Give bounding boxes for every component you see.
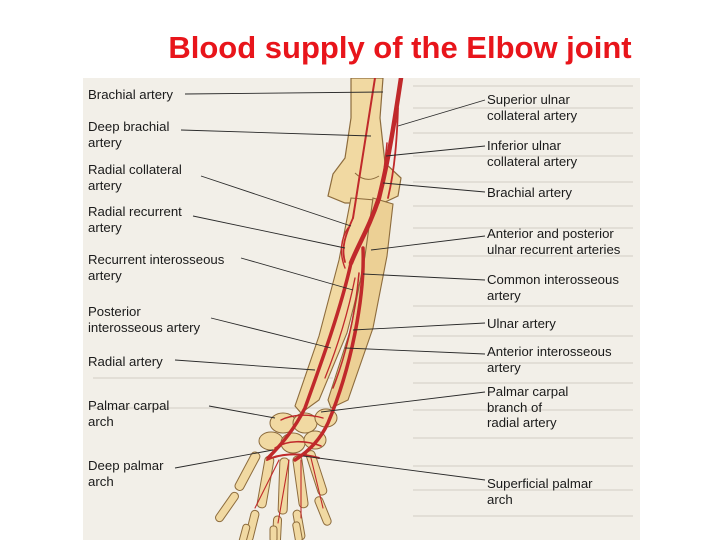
slide-title: Blood supply of the Elbow joint <box>168 30 632 65</box>
label-anterior-interosseous-artery: Anterior interosseous artery <box>487 344 612 375</box>
label-recurrent-interosseous-artery: Recurrent interosseous artery <box>88 252 225 283</box>
inferior-ulnar-collateral-path <box>378 142 388 204</box>
posterior-interosseous-path <box>324 277 356 379</box>
anatomy-illustration <box>83 78 640 540</box>
radial-recurrent-path <box>340 227 349 269</box>
label-anterior-posterior-ulnar-recurrent-arteries: Anterior and posterior ulnar recurrent a… <box>487 226 621 257</box>
label-palmar-carpal-branch-radial-artery: Palmar carpal branch of radial artery <box>487 384 569 430</box>
superficial-palmar-arch-path <box>266 453 320 461</box>
label-superficial-palmar-arch: Superficial palmar arch <box>487 476 593 507</box>
deep-palmar-arch-path <box>274 440 322 449</box>
label-deep-brachial-artery: Deep brachial artery <box>88 119 170 150</box>
ulnar-artery-path <box>293 246 365 462</box>
label-radial-artery: Radial artery <box>88 354 163 369</box>
label-radial-recurrent-artery: Radial recurrent artery <box>88 204 182 235</box>
label-brachial-artery-right: Brachial artery <box>487 185 573 200</box>
superior-ulnar-collateral-path <box>387 107 399 199</box>
faint-page-text-lines <box>93 85 633 517</box>
palmar-carpal-arch-path <box>280 414 324 421</box>
anterior-interosseous-path <box>332 272 360 389</box>
label-ulnar-artery: Ulnar artery <box>487 316 556 331</box>
label-radial-collateral-artery: Radial collateral artery <box>88 162 182 193</box>
arteries <box>254 78 404 524</box>
label-superior-ulnar-collateral-artery: Superior ulnar collateral artery <box>487 92 578 123</box>
elbow-blood-supply-figure: Brachial artery Deep brachial artery Rad… <box>83 78 640 540</box>
label-deep-palmar-arch: Deep palmar arch <box>88 458 164 489</box>
label-posterior-interosseous-artery: Posterior interosseous artery <box>88 304 201 335</box>
label-palmar-carpal-arch: Palmar carpal arch <box>88 398 170 429</box>
radial-collateral-path <box>342 217 354 263</box>
label-common-interosseous-artery: Common interosseous artery <box>487 272 619 303</box>
leader-lines <box>174 91 486 481</box>
label-brachial-artery: Brachial artery <box>88 87 174 102</box>
digital-artery-paths <box>254 457 324 524</box>
label-inferior-ulnar-collateral-artery: Inferior ulnar collateral artery <box>487 138 578 169</box>
radial-artery-path <box>266 261 353 460</box>
